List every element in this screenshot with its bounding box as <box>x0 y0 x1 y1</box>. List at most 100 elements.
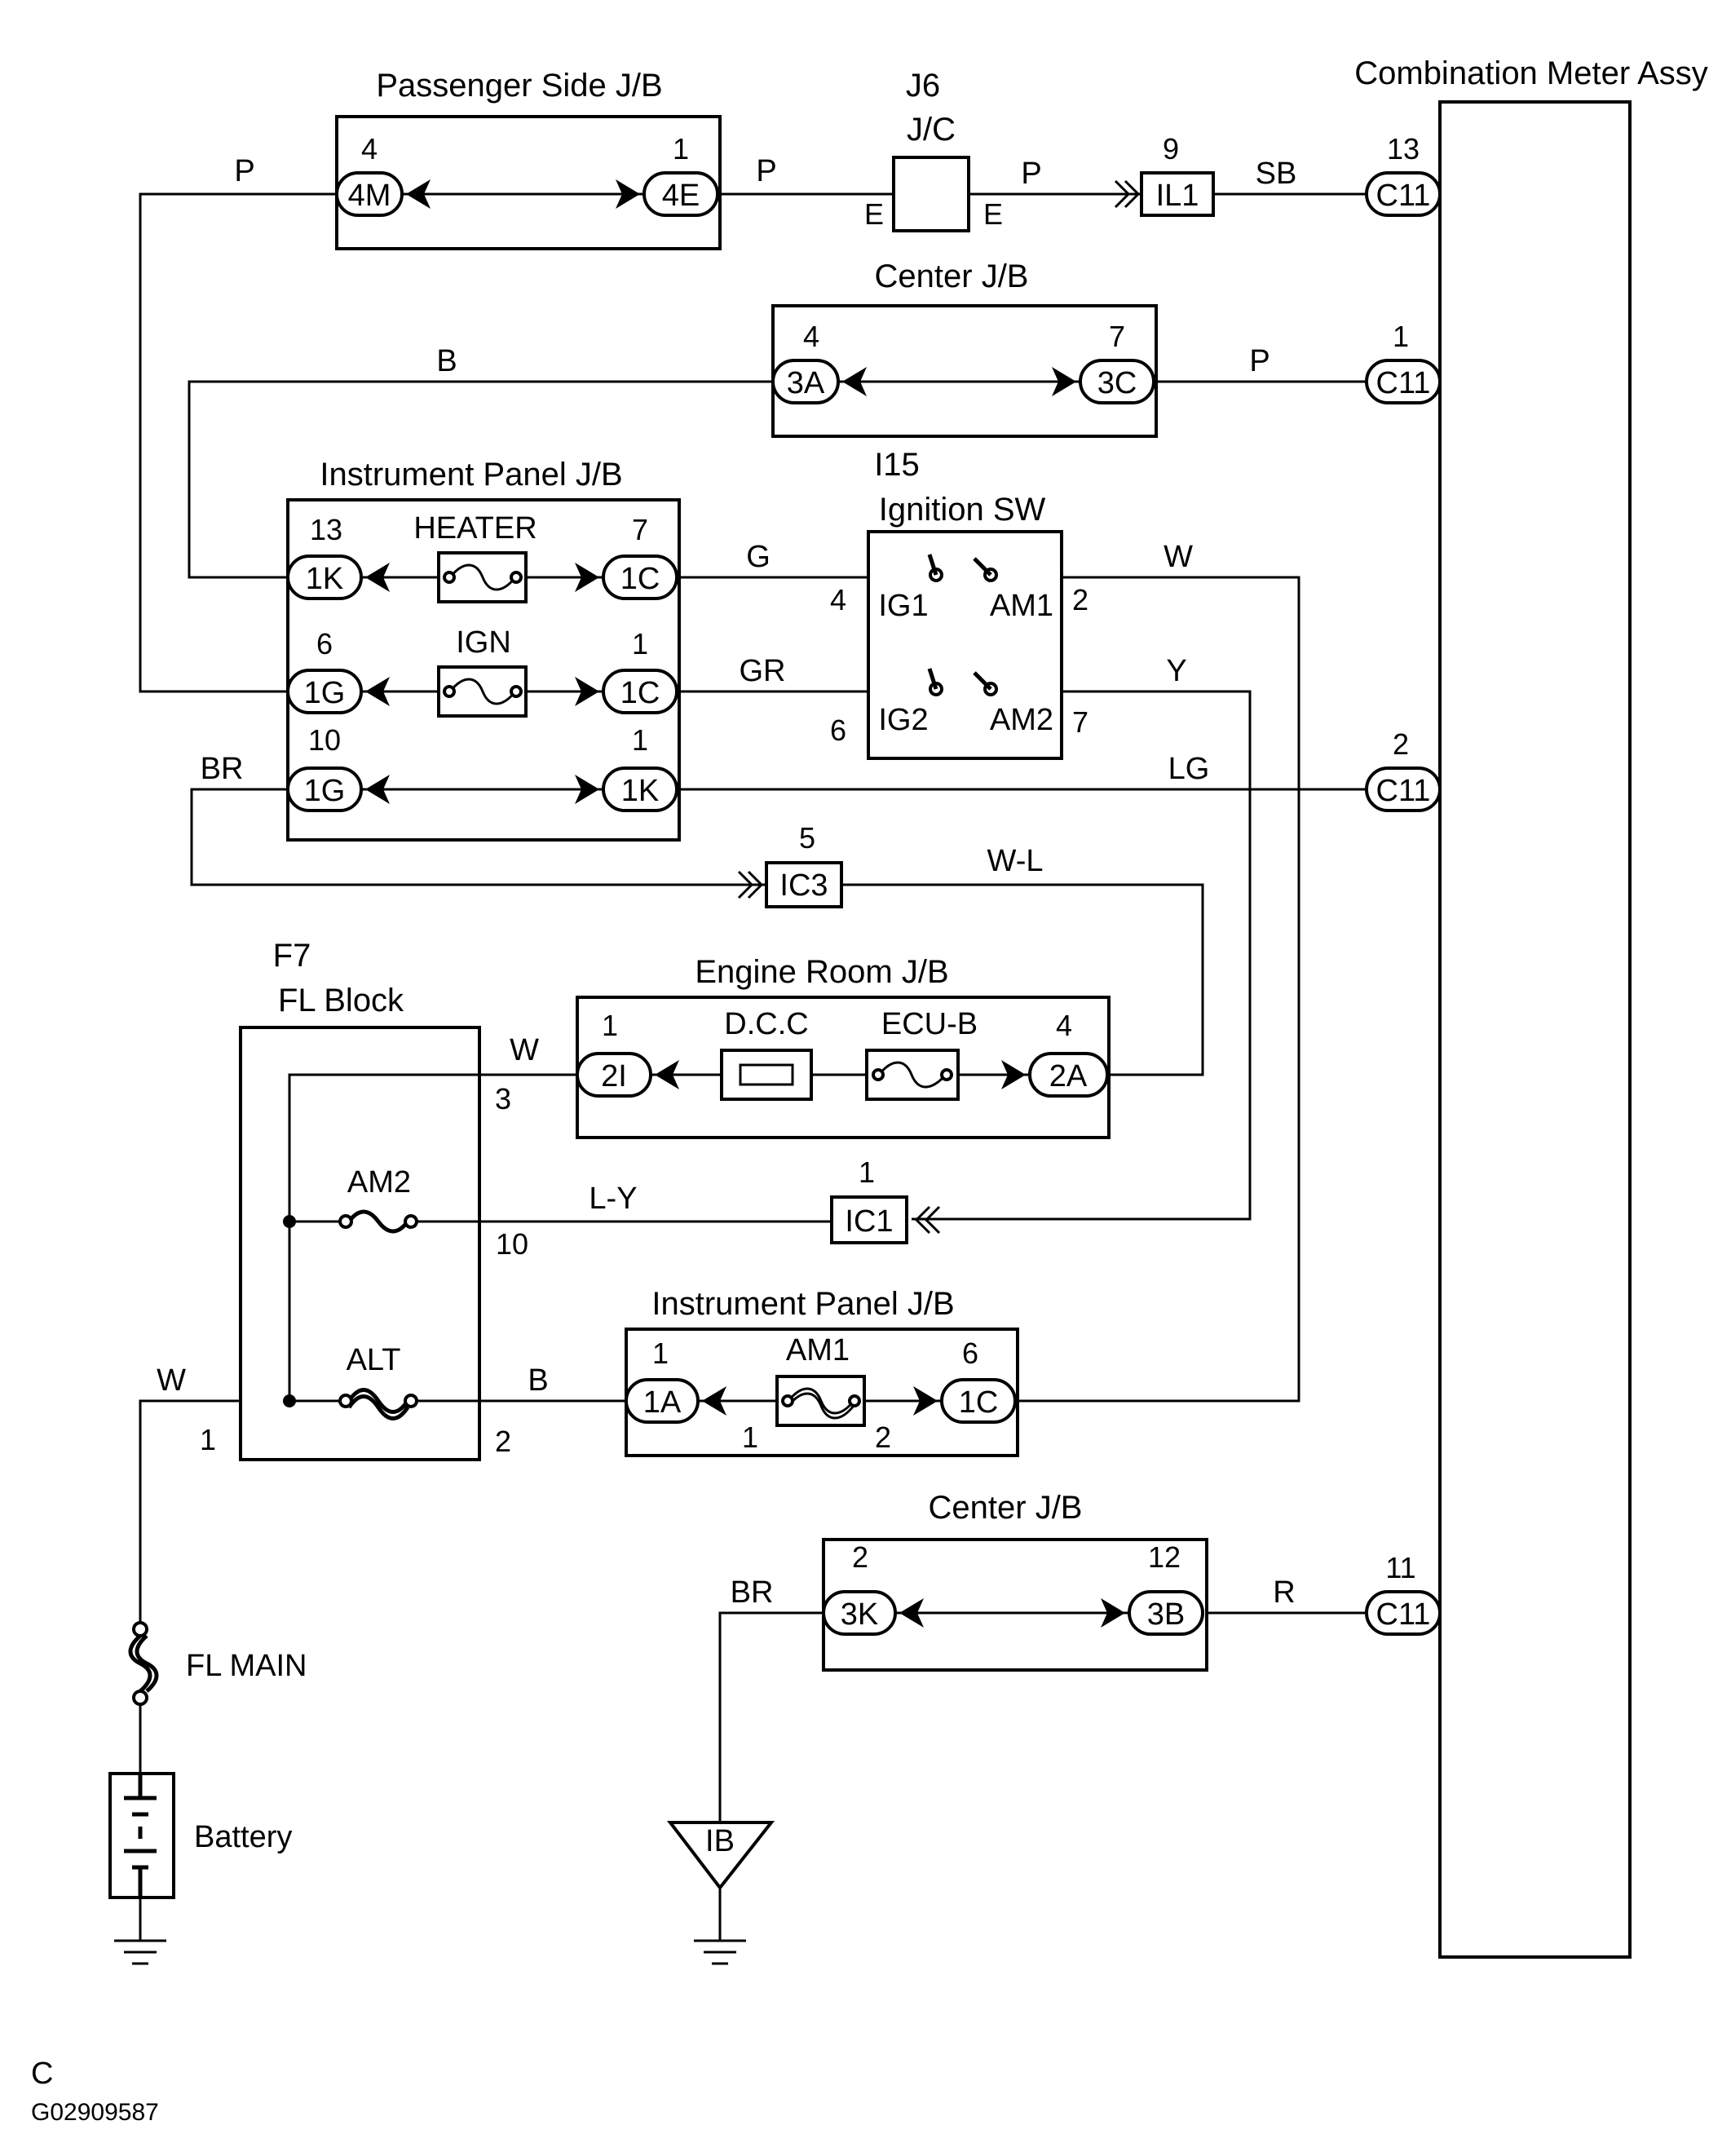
pin-c11-13: 13 <box>1387 132 1420 166</box>
wire-color-g: G <box>746 540 771 574</box>
heater-fuse <box>437 551 528 603</box>
pin-pj-1: 1 <box>673 132 689 166</box>
wire-color-w-batt: W <box>157 1363 186 1398</box>
alt-fusible-link-icon <box>347 1388 410 1420</box>
connector-1g-b-label: 1G <box>304 774 346 808</box>
junction-dot-alt <box>283 1394 296 1407</box>
arrow-1c-bottom <box>913 1386 938 1416</box>
pin-ip-7: 7 <box>632 513 648 546</box>
ecu-b-fuse-end-right <box>940 1068 953 1081</box>
arrow-3b <box>1101 1598 1125 1628</box>
connector-c11-1-label: C11 <box>1376 366 1431 400</box>
alt-link-end-left <box>338 1394 353 1408</box>
alt-fuse-label: ALT <box>347 1343 401 1377</box>
pin-ip-1a: 1 <box>632 627 648 660</box>
pin-ip2-6: 6 <box>962 1336 978 1370</box>
arrow-1g-b <box>365 775 390 804</box>
connector-1c-a-label: 1C <box>620 562 660 596</box>
passenger-jb-box <box>335 115 722 250</box>
battery-ground-icon <box>114 1939 166 1965</box>
ecu-b-fuse-label: ECU-B <box>881 1007 978 1041</box>
arrow-3a <box>842 367 867 396</box>
connector-1c-bottom-label: 1C <box>959 1385 999 1420</box>
am2-link-end-right <box>404 1214 418 1229</box>
connector-3a-label: 3A <box>787 366 825 400</box>
ecu-b-fuse-icon <box>877 1061 947 1089</box>
connector-ic1-chevron <box>914 1205 941 1235</box>
am1-fuse-label: AM1 <box>786 1333 850 1367</box>
heater-fuse-end-left <box>443 571 456 584</box>
fl-block-name-label: FL Block <box>278 983 404 1018</box>
ecu-b-fuse <box>865 1049 960 1101</box>
dcc-fuse-icon <box>739 1063 794 1086</box>
wire-color-p-center: P <box>1249 344 1270 378</box>
ign-fuse-icon <box>448 678 517 705</box>
pin-il1-9: 9 <box>1163 132 1179 166</box>
am1-fuse <box>775 1375 866 1427</box>
ign-fuse-label: IGN <box>456 625 511 660</box>
connector-il1-chevron <box>1114 179 1141 209</box>
pin-pj-4: 4 <box>361 132 378 166</box>
am1-fuse-end-left <box>781 1394 794 1407</box>
pin-fl-1: 1 <box>200 1423 216 1456</box>
pin-ip-10: 10 <box>308 723 341 757</box>
wire-color-w-fl: W <box>510 1033 539 1067</box>
battery-label: Battery <box>194 1820 292 1854</box>
ignition-switch-blade-1 <box>927 554 992 577</box>
connector-ic1 <box>830 1195 908 1244</box>
pin-ip-1b: 1 <box>632 723 648 757</box>
arrow-4e <box>616 179 640 209</box>
arrow-1k-a <box>365 563 390 592</box>
wire-w-batt <box>139 1399 241 1623</box>
wire-color-w-l: W-L <box>987 844 1044 878</box>
ignition-name-label: Ignition SW <box>879 492 1046 528</box>
heater-fuse-end-right <box>510 571 523 584</box>
wire-b-top <box>188 380 773 579</box>
ignition-switch-blade-2 <box>927 668 992 691</box>
pin-ip2-inner-2: 2 <box>875 1420 891 1454</box>
ip-jb-top-label: Instrument Panel J/B <box>320 457 622 493</box>
pin-fl-10: 10 <box>496 1227 528 1261</box>
fl-main-label: FL MAIN <box>186 1649 307 1683</box>
wire-color-gr: GR <box>740 654 786 688</box>
engine-room-jb-label: Engine Room J/B <box>695 954 948 990</box>
wire-w-fl <box>288 1073 577 1401</box>
pin-cj-4: 4 <box>803 320 819 353</box>
pin-ip2-inner-1: 1 <box>742 1420 758 1454</box>
connector-4m-label: 4M <box>348 179 391 213</box>
pin-cj-7: 7 <box>1109 320 1125 353</box>
connector-c11-2-label: C11 <box>1376 774 1431 808</box>
ignition-code-label: I15 <box>874 447 920 483</box>
connector-il1 <box>1140 171 1215 217</box>
connector-1g-a-label: 1G <box>304 676 346 710</box>
pin-j6-e-left: E <box>864 197 884 231</box>
connector-3c-label: 3C <box>1097 366 1137 400</box>
arrow-1c-b <box>575 677 599 706</box>
connector-il1-label: IL1 <box>1156 179 1199 213</box>
wire-y <box>912 690 1252 1221</box>
fl-block-code-label: F7 <box>273 938 311 974</box>
wire-color-p-mid: P <box>756 154 776 188</box>
pin-ign-6: 6 <box>830 714 846 747</box>
wire-color-r: R <box>1273 1575 1295 1610</box>
ign-fuse-end-left <box>443 685 456 698</box>
ig2-label: IG2 <box>878 703 928 737</box>
pin-ign-2: 2 <box>1072 583 1088 616</box>
connector-c11-1 <box>1365 359 1442 404</box>
ign-fuse-end-right <box>510 685 523 698</box>
center-jb-top-box <box>771 304 1158 438</box>
battery-icon <box>124 1774 157 1898</box>
connector-ic3-chevron <box>737 870 764 899</box>
pin-ip2-1: 1 <box>652 1336 669 1370</box>
connector-c11-2 <box>1365 767 1442 812</box>
connector-1k-b-label: 1K <box>621 774 659 808</box>
arrow-2a <box>1001 1060 1026 1089</box>
am2-link-end-left <box>338 1214 353 1229</box>
connector-ic3-label: IC3 <box>779 868 828 903</box>
wire-color-b-alt: B <box>528 1363 548 1398</box>
footer-letter: C <box>31 2057 53 2091</box>
ecu-b-fuse-end-left <box>872 1068 885 1081</box>
fl-block-box <box>239 1026 481 1461</box>
combination-meter-box <box>1438 100 1632 1959</box>
